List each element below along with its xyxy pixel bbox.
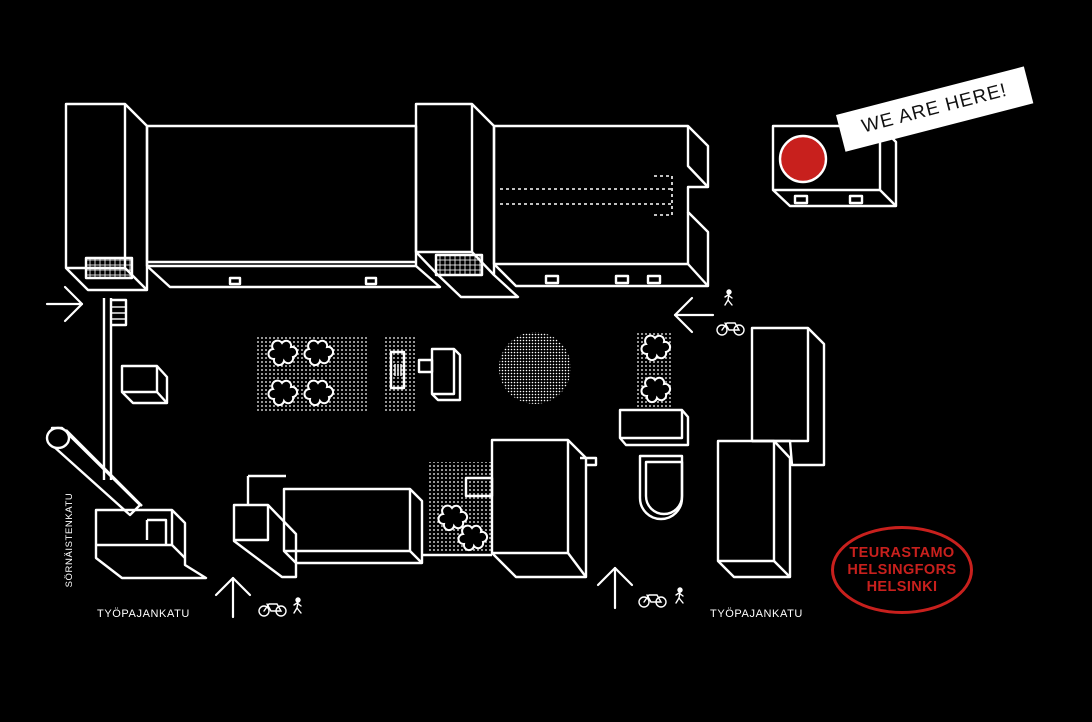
street-label-tyopajankatu-left: TYÖPAJANKATU [97,608,190,620]
chimney [45,426,143,517]
badge-line-3: HELSINKI [866,578,938,595]
bicycle-icon [716,322,745,336]
entrance-arrow-south-left [214,576,252,619]
building-north-east-wing [492,124,710,288]
badge-line-1: TEURASTAMO [849,544,955,561]
building-north-center-tower [414,102,520,299]
location-marker-icon [778,134,828,184]
west-walkway [102,298,128,480]
street-label-tyopajankatu-right: TYÖPAJANKATU [710,608,803,620]
pedestrian-icon [293,597,302,614]
building-south-cube [232,474,298,579]
pedestrian-icon [724,289,733,306]
kiosk-west [120,364,169,405]
bicycle-icon [258,603,287,617]
entrance-arrow-west [45,285,84,323]
teurastamo-badge: TEURASTAMO HELSINGFORS HELSINKI [831,526,973,614]
entrance-arrow-south-right [596,566,634,610]
building-north-west-wing [64,102,149,292]
street-label-sornaistenkatu: SÖRNÄISTENKATU [64,492,75,588]
building-south-west [94,508,208,580]
bicycle-icon [638,594,667,608]
entrance-arrow-east [673,296,715,334]
building-south-hall [282,487,424,565]
pedestrian-icon [675,587,684,604]
building-north-hall [145,124,442,289]
building-east-tall [716,326,826,579]
kiosk-east [618,408,690,521]
badge-line-2: HELSINGFORS [847,561,957,578]
building-south-east-block [422,438,598,579]
